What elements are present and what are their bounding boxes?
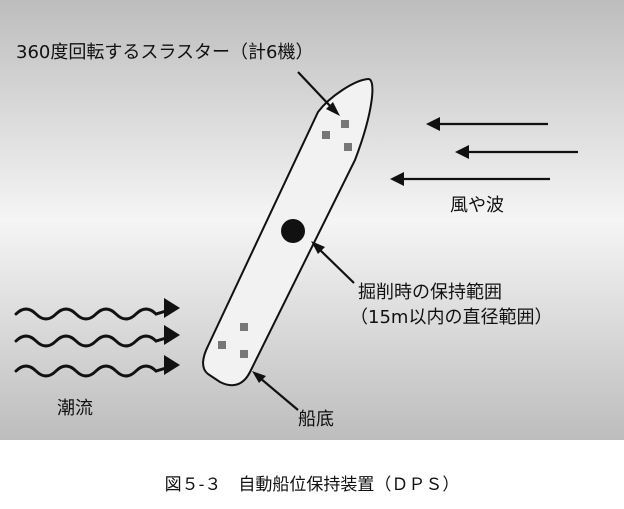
current-arrows: [14, 298, 180, 378]
thruster-square: [322, 131, 330, 139]
thruster-square: [240, 350, 248, 358]
wind-wave-arrows: [390, 117, 578, 186]
holding-range-label-line1: 掘削時の保持範囲: [358, 282, 502, 303]
hull-bottom-label: 船底: [298, 409, 334, 430]
thruster-square: [344, 143, 352, 151]
thruster-label: 360度回転するスラスター（計6機）: [16, 42, 313, 63]
thruster-square: [218, 341, 226, 349]
holding-range-label-line2: （15m以内の直径範囲）: [350, 307, 552, 328]
thruster-square: [341, 120, 349, 128]
figure-caption: 図５-３ 自動船位保持装置（ＤＰＳ）: [165, 475, 460, 495]
thruster-square: [240, 323, 248, 331]
holding-point-dot: [281, 219, 305, 243]
current-label: 潮流: [57, 398, 93, 419]
leader-lines: [252, 71, 355, 411]
wind-waves-label: 風や波: [450, 195, 504, 216]
